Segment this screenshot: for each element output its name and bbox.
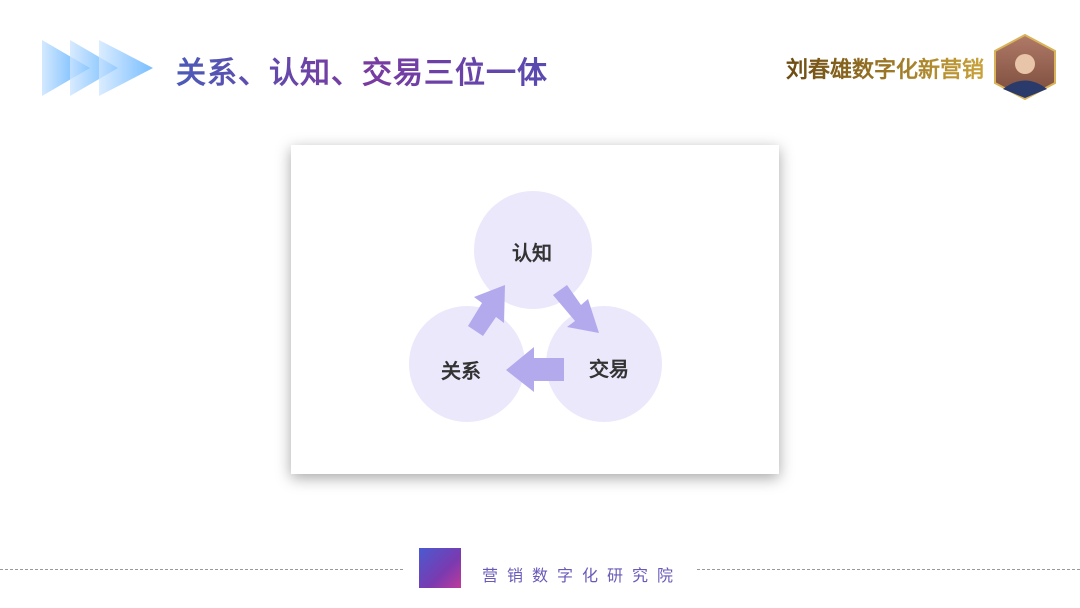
institute-logo <box>419 548 461 588</box>
triple-chevron-icon <box>42 40 153 96</box>
node-label-relationship: 关系 <box>441 359 481 383</box>
node-circle-relationship <box>409 306 525 422</box>
cycle-diagram <box>409 191 662 422</box>
diagram-card: 认知 交易 关系 <box>291 145 779 474</box>
node-circle-transaction <box>546 306 662 422</box>
node-circle-cognition <box>474 191 592 309</box>
footer-divider-right <box>697 569 1080 570</box>
brand-name: 刘春雄数字化新营销 <box>786 52 984 84</box>
footer-divider-left <box>0 569 403 570</box>
node-label-transaction: 交易 <box>589 357 629 381</box>
page-title: 关系、认知、交易三位一体 <box>176 48 548 92</box>
node-label-cognition: 认知 <box>512 241 552 265</box>
arrow-transaction-to-relationship <box>506 347 564 392</box>
footer-institute-name: 营销数字化研究院 <box>482 566 683 585</box>
arrow-relationship-to-cognition <box>468 285 505 336</box>
arrow-cognition-to-transaction <box>553 285 599 333</box>
avatar <box>994 34 1056 100</box>
